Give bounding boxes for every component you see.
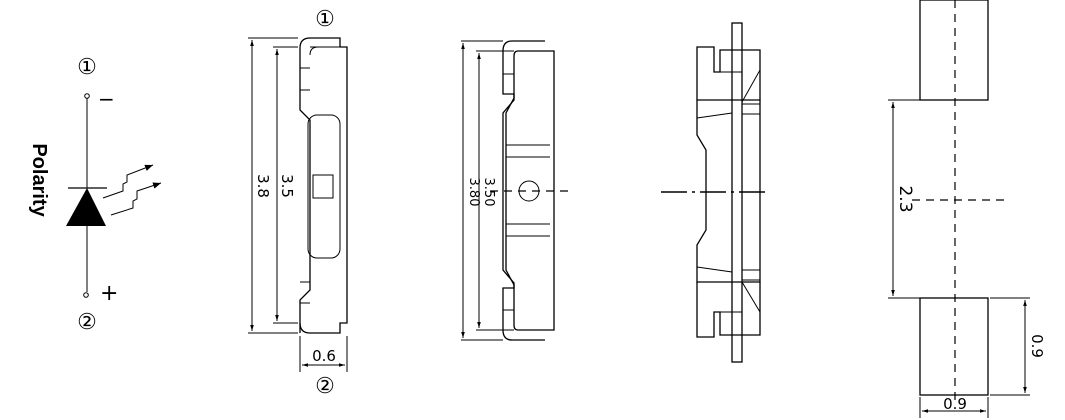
pad-layout: 2.3 0.9 0.9 <box>888 0 1046 418</box>
diode-triangle-icon <box>66 188 106 226</box>
lens-window <box>307 114 341 259</box>
dim-pad-height: 0.9 <box>1028 334 1046 358</box>
back-view: 3.50 3.80 <box>461 40 568 341</box>
polarity-label: Polarity <box>28 143 50 217</box>
plus-sign: + <box>100 281 118 306</box>
cathode-terminal <box>84 93 90 99</box>
light-emission-arrows-icon <box>102 164 162 216</box>
dim-width-0-6: 0.6 <box>312 347 336 365</box>
front-pin1-label: ① <box>315 7 335 32</box>
dim-body-3-50: 3.50 <box>481 178 496 207</box>
dim-body-3-5: 3.5 <box>278 174 296 198</box>
chip <box>312 174 334 199</box>
dim-pad-gap: 2.3 <box>895 185 915 212</box>
pad-bottom <box>919 297 989 396</box>
dim-pad-width: 0.9 <box>943 395 967 413</box>
dim-total-3-8: 3.8 <box>254 174 272 198</box>
front-pin2-label: ② <box>315 374 335 399</box>
minus-sign: − <box>98 87 115 111</box>
pin2-label: ② <box>77 310 97 335</box>
dim-total-3-80: 3.80 <box>466 178 481 207</box>
front-view: ① 3.8 3.5 0.6 ② <box>248 7 348 399</box>
pin1-label: ① <box>77 55 97 80</box>
pad-top <box>919 0 989 101</box>
polarity-symbol: Polarity ① − + ② <box>28 55 162 335</box>
anode-terminal <box>83 292 89 298</box>
side-view <box>661 22 766 363</box>
